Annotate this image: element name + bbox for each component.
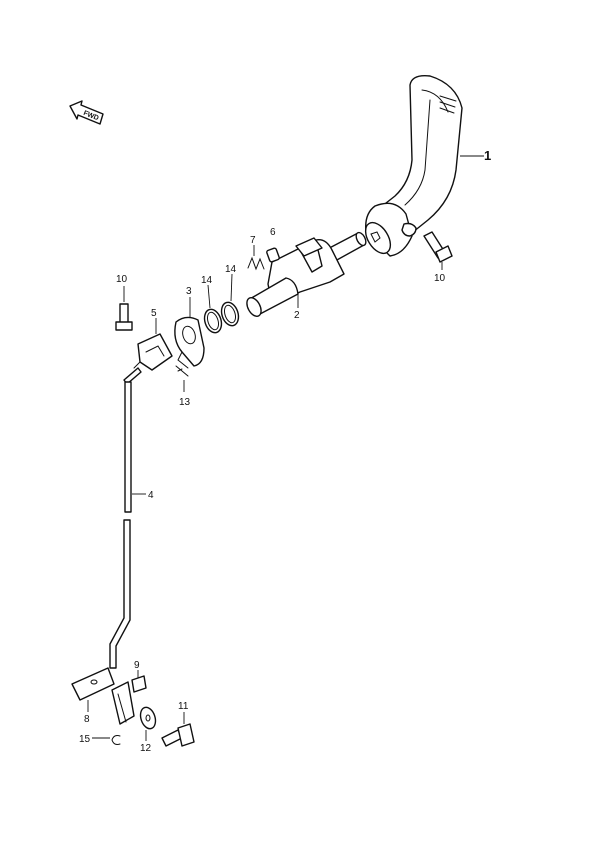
bolt-10-left (115, 303, 133, 331)
callout-11: 11 (178, 701, 189, 712)
callout-4: 4 (148, 490, 154, 501)
link-rod-4 (109, 367, 142, 669)
callout-9: 9 (134, 660, 140, 671)
bracket-plate-3 (174, 316, 205, 369)
retaining-clip-15 (111, 735, 121, 745)
callout-10-left: 10 (116, 274, 128, 285)
bolt-11 (161, 723, 195, 747)
leader-14a (207, 284, 211, 309)
callout-14-left: 14 (201, 275, 213, 286)
callout-12: 12 (140, 743, 152, 754)
callout-6: 6 (270, 227, 276, 238)
pin-13 (175, 365, 189, 377)
callout-10-right: 10 (434, 273, 446, 284)
spacer-block-6 (266, 247, 280, 263)
callout-3: 3 (186, 286, 192, 297)
callout-2: 2 (294, 310, 300, 321)
tiller-handle (364, 75, 463, 257)
o-ring-14-right (220, 301, 240, 327)
fwd-direction-arrow: FWD (69, 100, 104, 125)
tiller-shaft (246, 231, 367, 317)
o-ring-14-left (203, 308, 223, 334)
lever-block-5 (133, 333, 173, 371)
bolt-10-right (423, 231, 453, 263)
clip-bracket-8 (71, 667, 135, 725)
callout-14-right: 14 (225, 264, 237, 275)
spring-7 (247, 256, 265, 271)
callout-15: 15 (79, 734, 91, 745)
callout-7: 7 (250, 235, 256, 246)
callout-5: 5 (151, 308, 157, 319)
washer-12 (139, 706, 157, 730)
callout-8: 8 (84, 714, 90, 725)
callout-13: 13 (179, 397, 191, 408)
callout-1: 1 (484, 148, 491, 163)
clip-9 (131, 675, 147, 693)
leader-14b (230, 273, 233, 302)
